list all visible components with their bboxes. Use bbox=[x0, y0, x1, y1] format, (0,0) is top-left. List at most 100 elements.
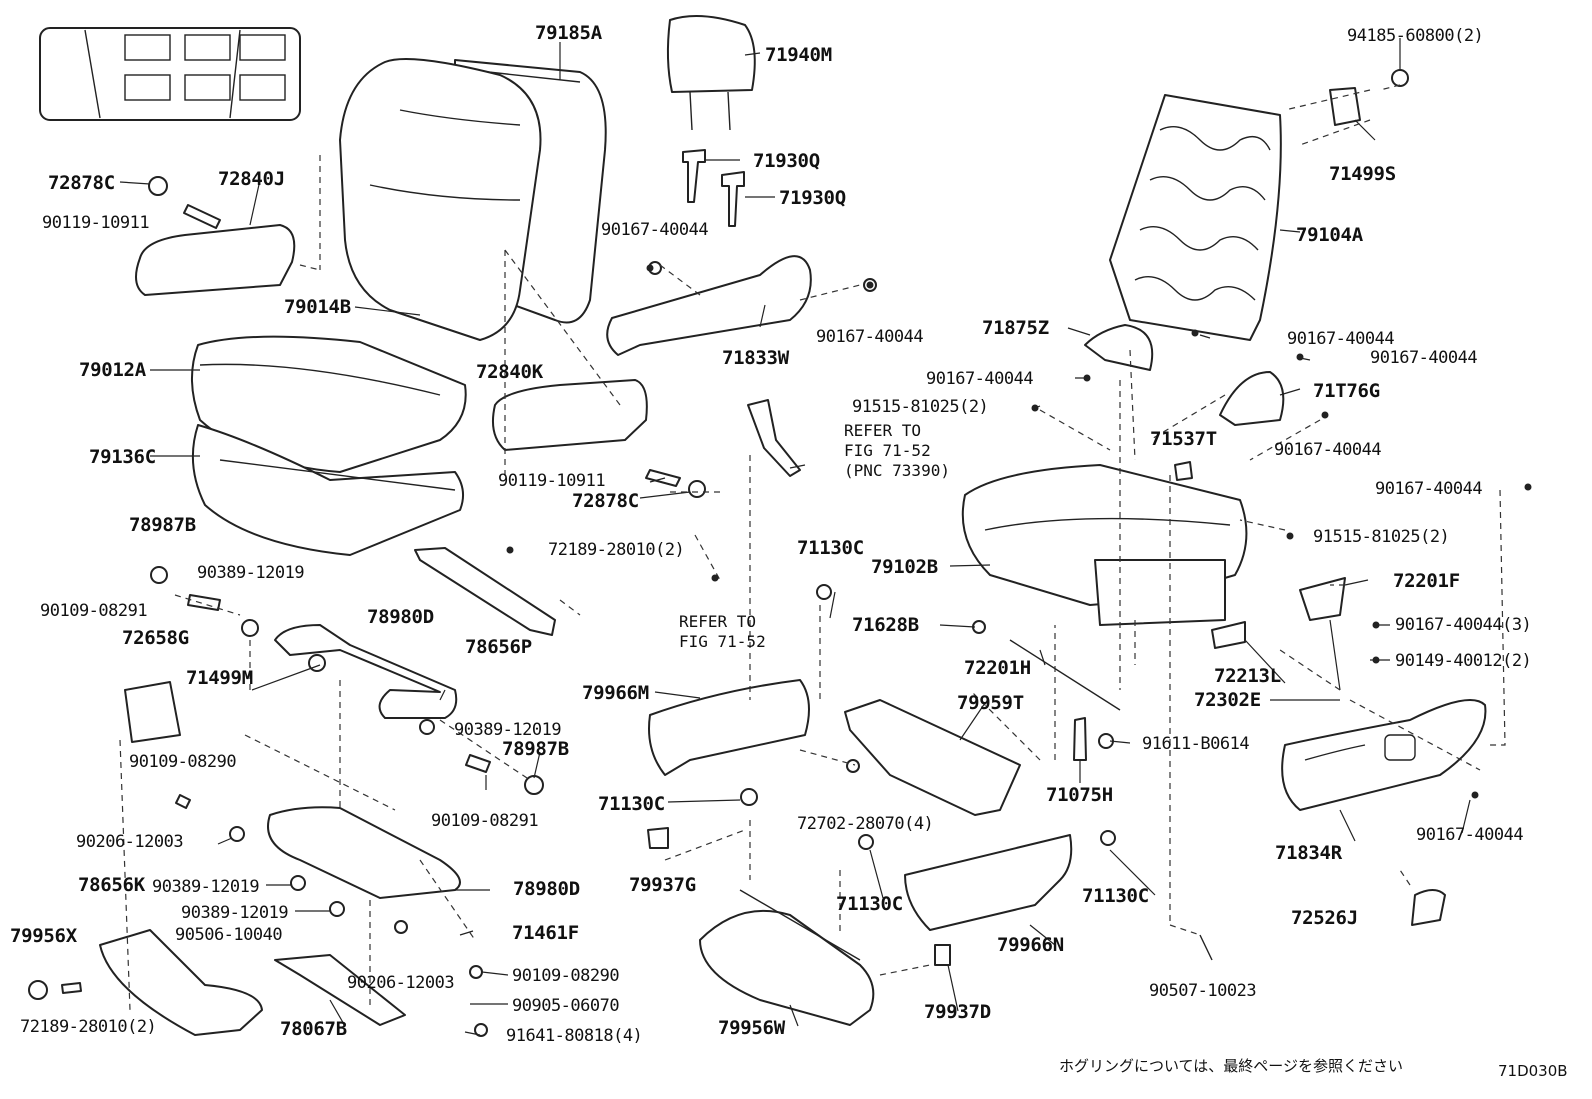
label-90167-40044: 90167-40044 bbox=[1274, 440, 1382, 460]
trim-78656P bbox=[414, 547, 556, 636]
label-71130C: 71130C bbox=[836, 893, 903, 915]
label-72702-28070: 72702-28070(4) bbox=[797, 814, 934, 834]
label-71499S: 71499S bbox=[1329, 163, 1396, 185]
label-71075H: 71075H bbox=[1046, 784, 1113, 806]
label-71930Q: 71930Q bbox=[779, 187, 846, 209]
figure-code: 71D030B bbox=[1498, 1062, 1568, 1080]
label-90167-40044: 90167-40044 bbox=[816, 327, 924, 347]
label-79956W: 79956W bbox=[718, 1017, 785, 1039]
label-79966N: 79966N bbox=[997, 934, 1064, 956]
label-90167-40044: 90167-40044 bbox=[1370, 348, 1478, 368]
label-79937D: 79937D bbox=[924, 1001, 991, 1023]
label-90507-10023: 90507-10023 bbox=[1149, 981, 1257, 1001]
label-79136C: 79136C bbox=[89, 446, 156, 468]
label-72658G: 72658G bbox=[122, 627, 189, 649]
label-90389-12019: 90389-12019 bbox=[454, 720, 562, 740]
label-90905-06070: 90905-06070 bbox=[512, 996, 620, 1016]
label-72189-28010: 72189-28010(2) bbox=[20, 1017, 157, 1037]
label-90389-12019: 90389-12019 bbox=[197, 563, 305, 583]
label-90109-08291: 90109-08291 bbox=[431, 811, 539, 831]
label-71130C: 71130C bbox=[1082, 885, 1149, 907]
label-71T76G: 71T76G bbox=[1313, 380, 1380, 402]
label-72840J: 72840J bbox=[218, 168, 285, 190]
label-71875Z: 71875Z bbox=[982, 317, 1049, 339]
label-71499M: 71499M bbox=[186, 667, 253, 689]
seat-cushion-pad bbox=[191, 424, 465, 556]
label-78987B: 78987B bbox=[129, 514, 196, 536]
label-71940M: 71940M bbox=[765, 44, 832, 66]
label-90206-12003: 90206-12003 bbox=[76, 832, 184, 852]
label-78067B: 78067B bbox=[280, 1018, 347, 1040]
label-72201H: 72201H bbox=[964, 657, 1031, 679]
reference-note-fig-71-52-pnc: REFER TO FIG 71-52 (PNC 73390) bbox=[844, 421, 950, 480]
label-78987B: 78987B bbox=[502, 738, 569, 760]
label-90389-12019: 90389-12019 bbox=[152, 877, 260, 897]
vehicle-location-icon bbox=[39, 27, 301, 121]
label-79956X: 79956X bbox=[10, 925, 77, 947]
cover-79966M bbox=[648, 679, 810, 776]
side-shield-71833W bbox=[606, 255, 812, 356]
label-78980D: 78980D bbox=[367, 606, 434, 628]
label-79104A: 79104A bbox=[1296, 224, 1363, 246]
armrest-72840J bbox=[135, 224, 296, 296]
label-90206-12003: 90206-12003 bbox=[347, 973, 455, 993]
label-90167-40044: 90167-40044 bbox=[601, 220, 709, 240]
cover-78656K bbox=[99, 929, 263, 1036]
leg-78980D-lower bbox=[267, 806, 461, 899]
label-71130C: 71130C bbox=[598, 793, 665, 815]
footer-note: ホグリングについては、最終ページを参照ください bbox=[1059, 1057, 1403, 1075]
seat-frame bbox=[961, 464, 1248, 626]
label-79014B: 79014B bbox=[284, 296, 351, 318]
label-72201F: 72201F bbox=[1393, 570, 1460, 592]
label-94185-60800: 94185-60800(2) bbox=[1347, 26, 1484, 46]
label-90167-40044-3: 90167-40044(3) bbox=[1395, 615, 1532, 635]
cover-79966N bbox=[904, 834, 1073, 931]
label-72213L: 72213L bbox=[1214, 665, 1281, 687]
label-91515-81025: 91515-81025(2) bbox=[852, 397, 989, 417]
label-71461F: 71461F bbox=[512, 922, 579, 944]
label-71628B: 71628B bbox=[852, 614, 919, 636]
label-71833W: 71833W bbox=[722, 347, 789, 369]
label-78656P: 78656P bbox=[465, 636, 532, 658]
armrest-72840K bbox=[492, 379, 648, 451]
adjuster-72201F bbox=[1299, 577, 1346, 691]
label-79102B: 79102B bbox=[871, 556, 938, 578]
seatback-frame bbox=[1109, 94, 1282, 341]
recliner-71T76G bbox=[1219, 371, 1285, 426]
seat-cushion-cover bbox=[190, 335, 467, 473]
leg-78980D-upper bbox=[274, 624, 458, 719]
label-90119-10911: 90119-10911 bbox=[498, 471, 606, 491]
label-90506-10040: 90506-10040 bbox=[175, 925, 283, 945]
label-72302E: 72302E bbox=[1194, 689, 1261, 711]
recliner-71875Z bbox=[1084, 324, 1154, 371]
bolts bbox=[506, 264, 1532, 799]
label-90109-08291: 90109-08291 bbox=[40, 601, 148, 621]
label-78980D: 78980D bbox=[513, 878, 580, 900]
seat-belt-buckle bbox=[747, 399, 801, 477]
label-90109-08290: 90109-08290 bbox=[512, 966, 620, 986]
reference-note-fig-71-52: REFER TO FIG 71-52 bbox=[679, 612, 766, 651]
label-90119-10911: 90119-10911 bbox=[42, 213, 150, 233]
label-91641-80818: 91641-80818(4) bbox=[506, 1026, 643, 1046]
headrest bbox=[666, 15, 756, 131]
label-72189-28010: 72189-28010(2) bbox=[548, 540, 685, 560]
label-79012A: 79012A bbox=[79, 359, 146, 381]
label-90167-40044: 90167-40044 bbox=[1287, 329, 1395, 349]
headrest-guides bbox=[682, 149, 745, 227]
label-71130C: 71130C bbox=[797, 537, 864, 559]
label-90389-12019: 90389-12019 bbox=[181, 903, 289, 923]
label-90167-40044: 90167-40044 bbox=[1375, 479, 1483, 499]
label-71834R: 71834R bbox=[1275, 842, 1342, 864]
label-72526J: 72526J bbox=[1291, 907, 1358, 929]
label-71930Q: 71930Q bbox=[753, 150, 820, 172]
label-79966M: 79966M bbox=[582, 682, 649, 704]
base-79956W bbox=[699, 889, 875, 1026]
label-79185A: 79185A bbox=[535, 22, 602, 44]
label-72878C: 72878C bbox=[572, 490, 639, 512]
tray-79959T bbox=[844, 699, 1021, 816]
label-91515-81025: 91515-81025(2) bbox=[1313, 527, 1450, 547]
label-72840K: 72840K bbox=[476, 361, 543, 383]
label-78656K: 78656K bbox=[78, 874, 145, 896]
label-90149-40012: 90149-40012(2) bbox=[1395, 651, 1532, 671]
